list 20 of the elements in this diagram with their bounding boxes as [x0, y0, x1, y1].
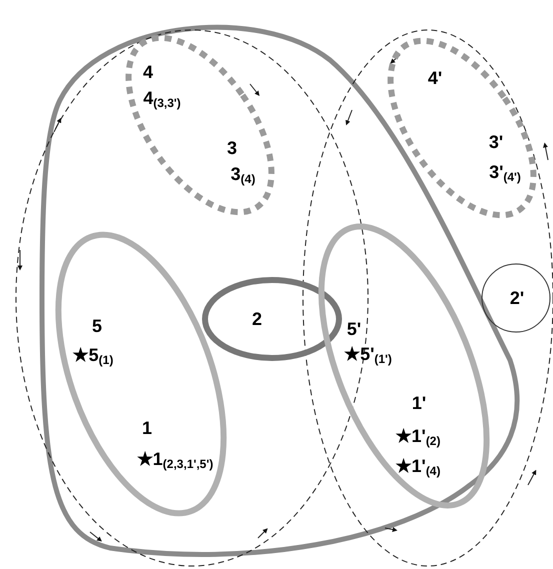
set-label: 3'	[488, 133, 504, 151]
set-label: 3	[227, 139, 237, 157]
set-label: 4'	[428, 69, 442, 87]
set-label: 1'	[412, 394, 426, 412]
set-label: ★1'$_{(2)}$	[396, 427, 440, 445]
set-label: ★5'$_{(1')}$	[344, 345, 392, 363]
set-label: 3'$_{(4')}$	[489, 163, 521, 181]
set-label: ★5$_{(1)}$	[72, 346, 114, 364]
set-label: 3$_{(4)}$	[230, 165, 256, 183]
set-label: 1	[142, 419, 152, 437]
set-label: 2'	[510, 289, 524, 307]
set-label: ★1'$_{(4)}$	[396, 457, 440, 475]
set-label: 4	[143, 63, 153, 81]
set-label: ★1$_{(2,3,1',5')}$	[136, 450, 214, 468]
set-label: 2	[252, 310, 262, 328]
set-label: 5'	[346, 320, 362, 338]
set-outline	[200, 275, 345, 363]
set-label: 5	[92, 317, 102, 335]
set-outline	[480, 262, 552, 334]
set-label: 4$_{(3,3')}$	[143, 89, 181, 107]
